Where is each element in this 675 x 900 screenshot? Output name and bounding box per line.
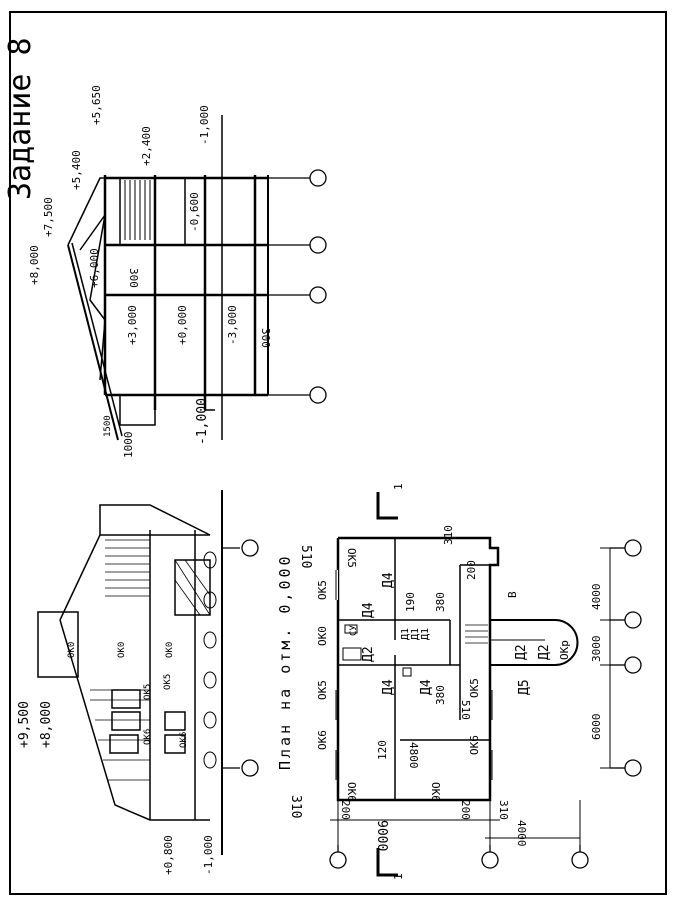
level-m1000a: -1,000 — [198, 105, 211, 145]
plan-title: План на отм. 0,000 — [276, 553, 294, 770]
facade-window-4: ОК5 — [143, 684, 153, 700]
plan-door-2: Д4 — [361, 602, 376, 618]
level-0000: +0,000 — [176, 305, 189, 345]
plan-dim-4000b: 4000 — [515, 820, 528, 847]
plan-window-8: ОК5 — [468, 678, 481, 698]
dim-300a: 300 — [127, 268, 140, 288]
plan-dim-4800: 4800 — [407, 742, 420, 769]
plan-window-10: ОКр — [558, 640, 571, 660]
plan-window-5: ОК6 — [316, 730, 329, 750]
level-m3000: -3,000 — [226, 305, 239, 345]
sheet-frame — [9, 11, 667, 895]
plan-dim-310a: 310 — [442, 525, 455, 545]
plan-dim-510a: 510 — [298, 545, 313, 568]
plan-drawing — [334, 536, 579, 802]
facade-window-2: ОК0 — [117, 642, 127, 658]
section-cut-label-top: 1 — [392, 483, 405, 490]
plan-door-6: Д1 — [420, 628, 431, 640]
section-cut-markers — [376, 492, 398, 877]
plan-door-9: Д2 — [514, 644, 529, 660]
facade-level-m1000: -1,000 — [202, 835, 215, 875]
plan-door-5: Д1 — [410, 628, 421, 640]
plan-window-3: ОК0 — [316, 626, 329, 646]
plan-door-8: Д4 — [419, 679, 434, 695]
dim-1000: 1000 — [122, 432, 135, 459]
plan-window-6: ОК6 — [345, 782, 358, 802]
facade-axis-markers — [222, 539, 259, 777]
plan-window-4: ОК5 — [316, 680, 329, 700]
facade-level-9500: +9,500 — [17, 701, 32, 748]
plan-axis-markers — [329, 539, 642, 869]
facade-drawing — [37, 490, 223, 855]
plan-window-7: ОК6 — [429, 782, 442, 802]
plan-dim-200a: 200 — [465, 560, 478, 580]
plan-dim-120: 120 — [376, 740, 389, 760]
plan-dim-4000a: 4000 — [590, 584, 603, 611]
level-8000: +8,000 — [28, 245, 41, 285]
level-5400: +5,400 — [70, 150, 83, 190]
facade-window-1: ОК0 — [67, 642, 77, 658]
facade-window-5: ОК5 — [163, 674, 173, 690]
level-6000: +6,000 — [88, 248, 101, 288]
facade-level-0800: +0,800 — [162, 835, 175, 875]
level-2400: +2,400 — [140, 126, 153, 166]
plan-door-11: Д5 — [517, 679, 532, 695]
dim-300b: 300 — [259, 328, 272, 348]
section-cut-label-bottom: 1 — [392, 873, 405, 880]
plan-dim-310c: 310 — [497, 800, 510, 820]
facade-window-3: ОК0 — [165, 642, 175, 658]
level-5650: +5,650 — [90, 85, 103, 125]
plan-dim-6000: 6000 — [590, 714, 603, 741]
level-m1000b: -1,000 — [195, 398, 210, 445]
sheet-title: Задание 8 — [3, 37, 38, 200]
plan-window-9: ОК6 — [468, 735, 481, 755]
section-axis-markers — [268, 169, 327, 404]
plan-door-3: Д2 — [361, 646, 376, 662]
plan-door-7: Д4 — [381, 679, 396, 695]
plan-dim-200c: 200 — [459, 800, 472, 820]
plan-label-cu: СУ — [349, 625, 359, 636]
plan-door-4: Д1 — [400, 628, 411, 640]
plan-label-b: В — [506, 591, 519, 598]
plan-dim-9000: 9000 — [374, 820, 389, 851]
plan-dim-3000: 3000 — [590, 636, 603, 663]
plan-door-1: Д4 — [381, 572, 396, 588]
plan-dim-380a: 380 — [434, 592, 447, 612]
facade-window-6: ОК6 — [143, 729, 153, 745]
plan-dim-510b: 510 — [459, 700, 472, 720]
level-3000: +3,000 — [126, 305, 139, 345]
plan-dim-380b: 380 — [434, 685, 447, 705]
plan-window-2: ОК5 — [316, 580, 329, 600]
facade-level-8000: +8,000 — [39, 701, 54, 748]
level-m0600: -0,600 — [188, 192, 201, 232]
plan-dim-190: 190 — [404, 592, 417, 612]
plan-dim-310b: 310 — [288, 795, 303, 818]
dim-1500: 1500 — [103, 415, 113, 437]
facade-window-7: ОК6 — [179, 732, 189, 748]
section-drawing — [67, 115, 269, 441]
plan-window-1: ОК5 — [345, 548, 358, 568]
plan-dim-200b: 200 — [339, 800, 352, 820]
level-7500: +7,500 — [42, 197, 55, 237]
plan-door-10: Д2 — [537, 644, 552, 660]
